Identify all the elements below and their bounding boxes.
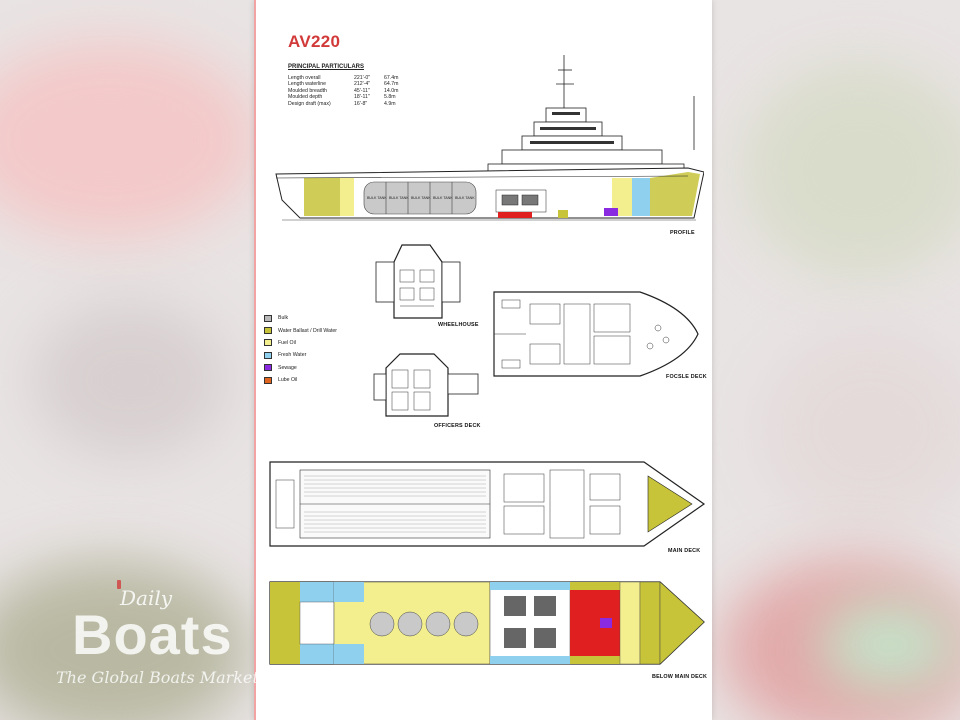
bulk-tank-label: BULK TANK — [389, 196, 409, 200]
legend-row: Sewage — [264, 362, 337, 374]
main-deck-plan — [269, 461, 706, 547]
principal-particulars-heading: PRINCIPAL PARTICULARS — [288, 64, 365, 70]
bulk-tank-label: BULK TANK — [433, 196, 453, 200]
bulk-tank-label: BULK TANK — [367, 196, 387, 200]
particular-metric: 64.7m — [384, 81, 399, 88]
legend-row: Lube Oil — [264, 374, 337, 386]
tank-fuel-fwd — [612, 178, 632, 216]
legend-row: Bulk — [264, 312, 337, 324]
watermark-daily: Daily — [120, 586, 173, 610]
particular-imperial: 45'-11" — [354, 87, 370, 94]
particular-metric: 4.9m — [384, 100, 396, 107]
anchor-icon — [117, 580, 121, 589]
watermark-tagline: The Global Boats Market — [56, 668, 259, 687]
legend-swatch — [264, 351, 272, 359]
tank-ballast-bow — [650, 172, 700, 216]
wheelhouse-plan — [375, 244, 461, 319]
caption-main-deck: MAIN DECK — [668, 548, 701, 554]
legend-row: Water Ballast / Drill Water — [264, 324, 337, 336]
legend-label: Fuel Oil — [278, 339, 296, 346]
legend-row: Fuel Oil — [264, 337, 337, 349]
particular-row: Moulded depth 18'-11" 5.8m — [288, 94, 408, 100]
document-title: AV220 — [288, 32, 341, 51]
tank-legend: Bulk Water Ballast / Drill Water Fuel Oi… — [264, 312, 337, 386]
legend-swatch — [264, 376, 272, 384]
page-edge — [254, 0, 256, 720]
bulk-tanks: BULK TANK BULK TANK BULK TANK BULK TANK … — [363, 181, 477, 215]
legend-row: Fresh Water — [264, 349, 337, 361]
particular-imperial: 16'-8" — [354, 100, 368, 107]
legend-label: Sewage — [278, 364, 297, 371]
particular-metric: 5.8m — [384, 94, 396, 101]
officers-deck-plan — [373, 353, 479, 417]
caption-officers-deck: OFFICERS DECK — [434, 423, 481, 429]
principal-particulars-table: Length overall 221'-0" 67.4m Length wate… — [288, 75, 408, 107]
legend-label: Lube Oil — [278, 377, 298, 384]
particular-name: Length waterline — [288, 81, 327, 88]
tank-red-engine — [498, 212, 532, 218]
below-main-deck-plan — [269, 581, 705, 665]
tank-fresh-fwd — [632, 178, 650, 216]
legend-swatch — [264, 327, 272, 335]
legend-swatch — [264, 339, 272, 347]
caption-wheelhouse: WHEELHOUSE — [438, 322, 479, 328]
focsle-deck-plan — [493, 291, 699, 377]
watermark: Daily Boats The Global Boats Market — [56, 580, 296, 700]
particular-name: Moulded depth — [288, 94, 323, 101]
particular-row: Length overall 221'-0" 67.4m — [288, 75, 408, 81]
particular-imperial: 221'-0" — [354, 75, 371, 81]
document-page: AV220 PRINCIPAL PARTICULARS Length overa… — [254, 0, 712, 720]
mast — [556, 55, 695, 150]
particular-name: Design draft (max) — [288, 100, 331, 107]
legend-label: Fresh Water — [278, 352, 307, 359]
bulk-tank-label: BULK TANK — [411, 196, 431, 200]
particular-row: Design draft (max) 16'-8" 4.9m — [288, 101, 408, 107]
legend-swatch — [264, 314, 272, 322]
particular-metric: 14.0m — [384, 87, 399, 94]
tank-ballast-aft — [304, 178, 340, 216]
particular-row: Moulded breadth 45'-11" 14.0m — [288, 88, 408, 94]
tank-fuel-aft — [340, 178, 354, 216]
tank-ballast-fwd — [558, 210, 568, 218]
particular-row: Length waterline 212'-4" 64.7m — [288, 81, 408, 87]
particular-imperial: 18'-11" — [354, 94, 370, 101]
particular-imperial: 212'-4" — [354, 81, 371, 88]
legend-swatch — [264, 364, 272, 372]
watermark-boats: Boats — [72, 603, 233, 666]
tank-sewage — [604, 208, 618, 216]
bulk-tank-label: BULK TANK — [455, 196, 475, 200]
caption-focsle-deck: FOCSLE DECK — [666, 374, 707, 380]
legend-label: Bulk — [278, 315, 289, 322]
superstructure-windows — [530, 112, 614, 144]
particular-name: Moulded breadth — [288, 87, 327, 94]
legend-label: Water Ballast / Drill Water — [278, 327, 337, 334]
caption-profile: PROFILE — [670, 230, 695, 236]
particular-name: Length overall — [288, 75, 321, 81]
main-deck-bow-ballast — [647, 475, 693, 533]
profile-drawing: BULK TANK BULK TANK BULK TANK BULK TANK … — [275, 55, 704, 221]
caption-below-main-deck: BELOW MAIN DECK — [652, 674, 708, 680]
particular-metric: 67.4m — [384, 75, 399, 81]
